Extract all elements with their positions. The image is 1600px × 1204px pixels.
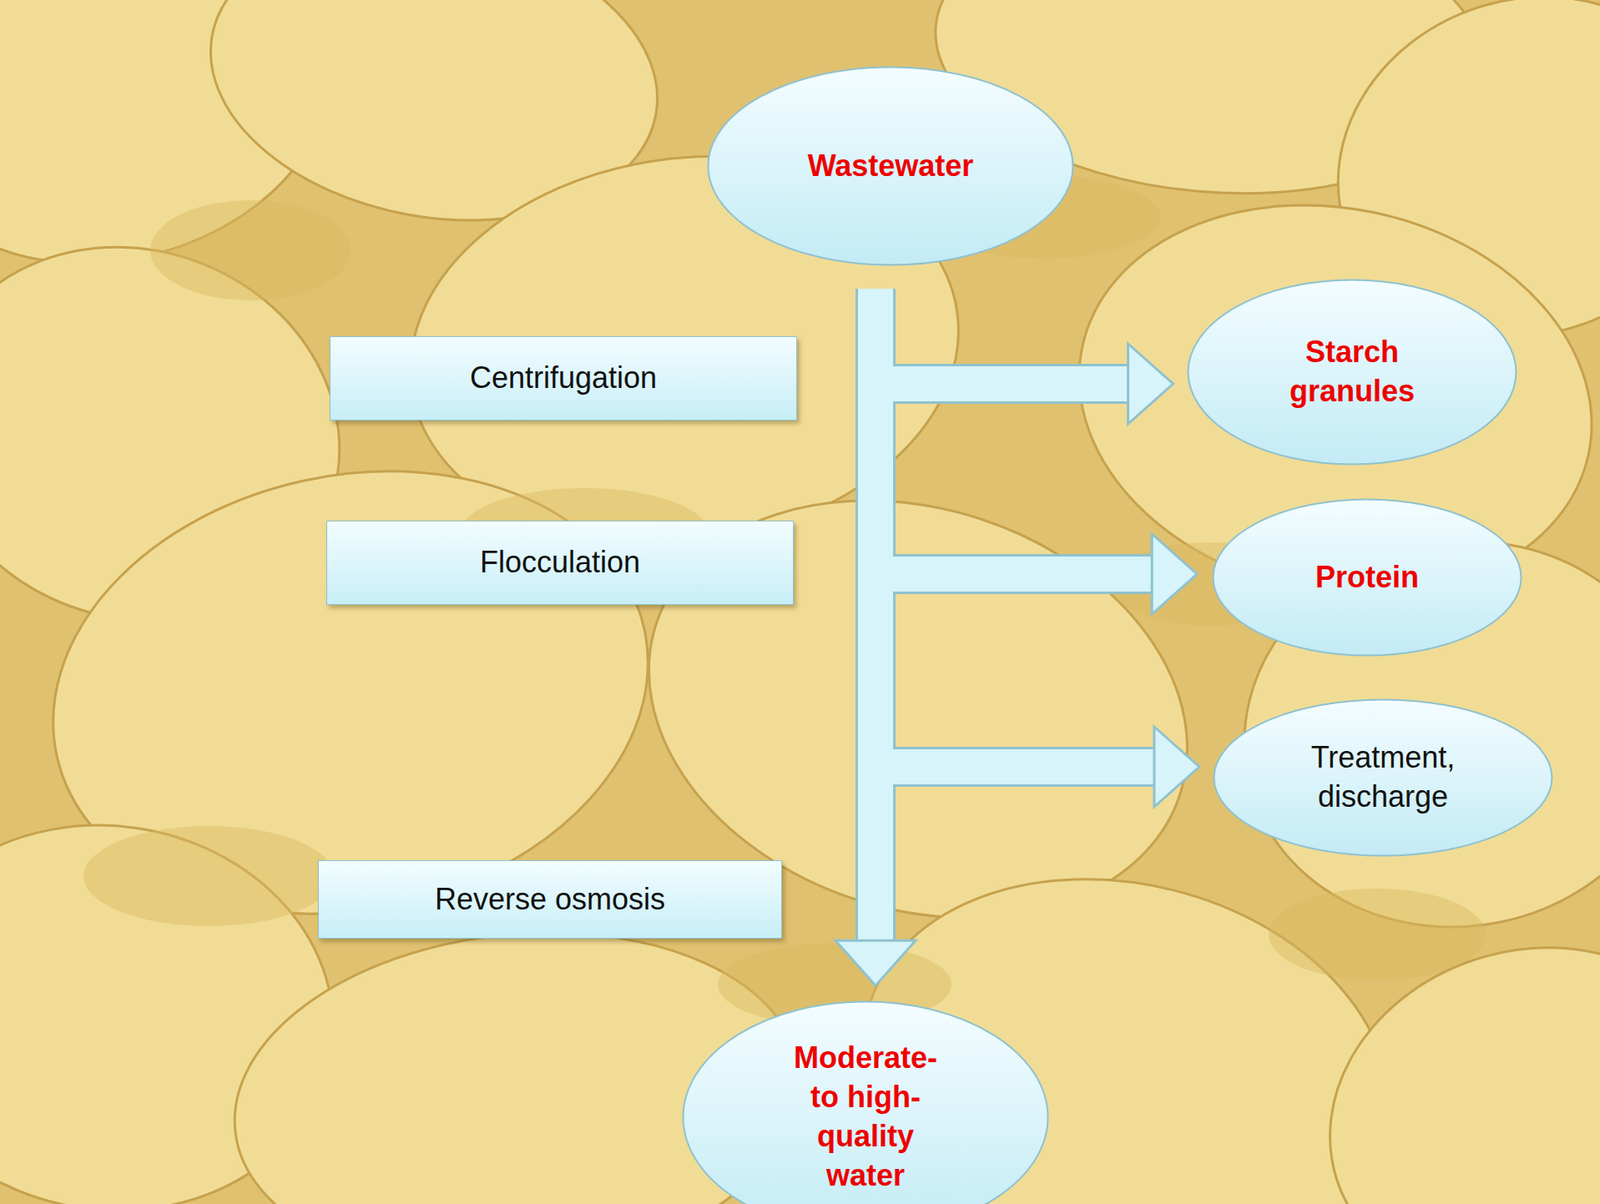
- product-ellipse: Treatment, discharge: [1212, 698, 1554, 858]
- process-box: Centrifugation: [329, 336, 798, 421]
- step-label: Flocculation: [479, 543, 641, 583]
- ellipse-shape: [1214, 700, 1553, 857]
- product-ellipse: Wastewater: [706, 65, 1075, 267]
- product-label: Treatment, discharge: [1287, 738, 1479, 818]
- process-box: Reverse osmosis: [317, 860, 783, 939]
- ellipse-shape: [708, 67, 1074, 266]
- block-arrow: [875, 289, 1152, 575]
- connector-outline: [875, 289, 1129, 384]
- ellipse-shape: [1188, 280, 1517, 465]
- step-label: Reverse osmosis: [434, 880, 666, 920]
- step-label: Centrifugation: [469, 358, 657, 399]
- ellipse-shape: [1213, 499, 1522, 657]
- connector-outline: [875, 289, 1155, 768]
- product-label: Wastewater: [807, 146, 975, 187]
- product-label: Protein: [1315, 558, 1419, 598]
- product-label: Starch granules: [1256, 333, 1449, 412]
- connector-outline: [855, 289, 896, 942]
- connector-outline: [875, 289, 1152, 575]
- block-arrow: [875, 289, 1129, 384]
- block-arrow: [858, 289, 894, 942]
- ellipse-outline: [1186, 278, 1518, 466]
- ellipse-outline: [1212, 698, 1554, 858]
- ellipse-shape: [683, 1002, 1049, 1204]
- process-box: Flocculation: [326, 520, 794, 606]
- product-ellipse: Moderate- to high- quality water: [681, 1000, 1050, 1204]
- product-ellipse: Starch granules: [1186, 278, 1518, 466]
- product-ellipse: Protein: [1211, 498, 1523, 657]
- block-arrow: [875, 289, 1155, 768]
- product-label: Moderate- to high- quality water: [782, 1039, 949, 1196]
